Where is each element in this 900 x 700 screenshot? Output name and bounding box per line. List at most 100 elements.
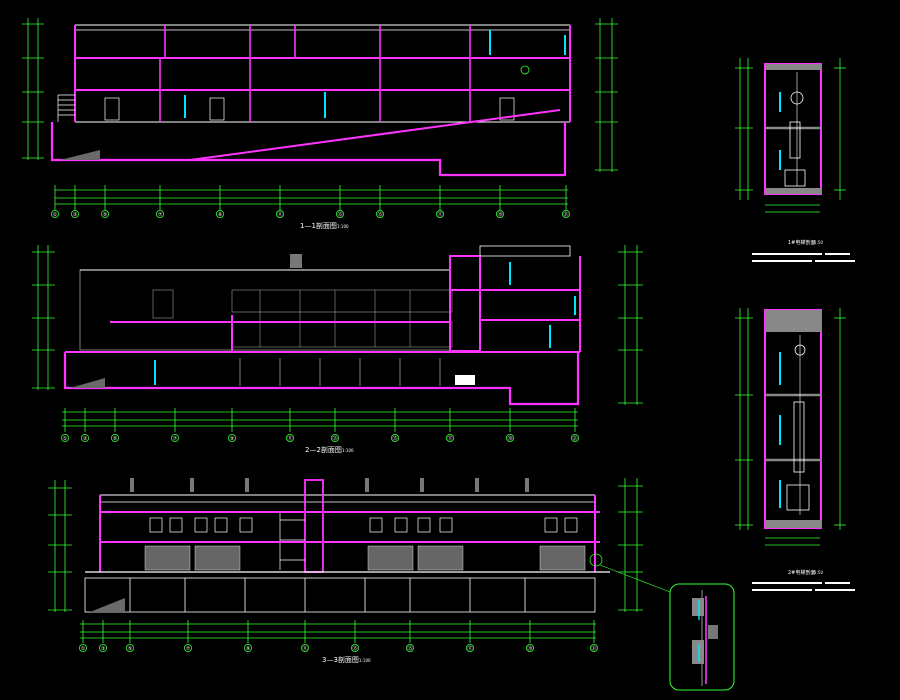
section-1-1-scale: 1:100 [337, 224, 349, 229]
section-2-2: ① ③ ⑤ ⑦ ⑨ ⑪ ⑬ ⑮ ⑰ ⑲ ㉑ 2—2剖面图 1:100 [32, 245, 643, 454]
section-3-3-basement [84, 577, 596, 613]
section-2-2-axis-dimension [62, 408, 578, 432]
axis-bubble [79, 644, 88, 653]
section-3-3-stair-tower [304, 479, 324, 573]
axis-label: ⑬ [337, 211, 342, 218]
section-1-1-ramp [189, 109, 561, 161]
section-1-1-callout [520, 65, 530, 75]
section-2-2-scale: 1:100 [342, 448, 354, 453]
axis-label: ③ [73, 212, 78, 218]
axis-label: ⑪ [302, 645, 307, 652]
axis-label: ⑲ [527, 645, 532, 652]
axis-label: ① [81, 646, 86, 652]
section-3-3: ① ③ ⑤ ⑦ ⑨ ⑪ ⑬ ⑮ ⑰ ⑲ ㉑ 3—3剖面图 1:100 [48, 478, 671, 664]
axis-label: ⑰ [437, 211, 442, 218]
elevator-section-2-scale: 1:50 [814, 570, 823, 575]
section-3-3-right-dimension [618, 478, 643, 612]
axis-label: ① [53, 212, 58, 218]
axis-bubble [526, 644, 535, 653]
axis-bubble [61, 433, 70, 442]
axis-label: ⑮ [392, 435, 397, 442]
axis-bubble [350, 644, 359, 653]
elevator-section-1: 1#电梯剖面 1:50 [735, 58, 855, 262]
axis-label: ⑨ [230, 436, 235, 442]
section-3-3-left-dimension [48, 480, 72, 612]
axis-bubble [300, 644, 309, 653]
elevator-section-1-scale: 1:50 [814, 240, 823, 245]
axis-bubble [495, 209, 504, 218]
axis-bubble [505, 433, 514, 442]
axis-label: ㉑ [572, 435, 577, 442]
axis-label: ⑤ [103, 212, 108, 218]
section-2-2-right-dimension [618, 245, 643, 405]
axis-bubble [445, 433, 454, 442]
axis-label: ⑲ [497, 211, 502, 218]
axis-label: ⑨ [218, 212, 223, 218]
axis-bubble [405, 644, 414, 653]
section-2-2-left-dimension [32, 245, 55, 390]
elevator-section-2: 2#电梯剖面 1:50 [735, 308, 855, 591]
axis-label: ⑤ [128, 646, 133, 652]
axis-bubble [99, 644, 108, 653]
axis-label: ⑦ [173, 436, 178, 442]
axis-bubble [51, 209, 60, 218]
axis-bubble [101, 209, 110, 218]
section-3-3-scale: 1:100 [359, 658, 371, 663]
axis-label: ⑮ [377, 211, 382, 218]
axis-bubble [71, 209, 80, 218]
axis-label: ⑪ [277, 211, 282, 218]
wall-detail-callout [669, 583, 735, 691]
axis-label: ⑬ [352, 645, 357, 652]
axis-bubble [330, 433, 339, 442]
axis-bubble [562, 209, 571, 218]
axis-label: ⑮ [407, 645, 412, 652]
axis-label: ⑤ [113, 436, 118, 442]
section-3-3-axis-dimension [80, 620, 596, 643]
axis-label: ⑪ [287, 435, 292, 442]
axis-bubble [243, 644, 252, 653]
axis-bubble [571, 433, 580, 442]
section-3-3-callout [589, 553, 603, 567]
axis-bubble [435, 209, 444, 218]
axis-label: ⑦ [158, 212, 163, 218]
axis-label: ③ [101, 646, 106, 652]
axis-bubble [81, 433, 90, 442]
section-1-1-basement [50, 122, 567, 177]
axis-label: ③ [83, 436, 88, 442]
axis-bubble [215, 209, 224, 218]
axis-bubble [590, 644, 599, 653]
section-1-1-axis-dimension [54, 185, 568, 210]
axis-bubble [335, 209, 344, 218]
section-2-2-back-elevation [79, 269, 451, 351]
axis-bubble [170, 433, 179, 442]
axis-bubble [126, 644, 135, 653]
axis-bubble [285, 433, 294, 442]
axis-bubble [390, 433, 399, 442]
elevator-section-2-title: 2#电梯剖面 [788, 569, 815, 576]
axis-bubble [227, 433, 236, 442]
axis-label: ⑨ [246, 646, 251, 652]
section-1-1-title: 1—1剖面图 [300, 221, 337, 230]
axis-label: ⑰ [467, 645, 472, 652]
axis-bubble [183, 644, 192, 653]
elevator-section-1-title: 1#电梯剖面 [788, 239, 815, 246]
axis-label: ⑬ [332, 435, 337, 442]
axis-label: ⑰ [447, 435, 452, 442]
axis-label: ⑲ [507, 435, 512, 442]
axis-bubble [375, 209, 384, 218]
section-1-1: ① ③ ⑤ ⑦ ⑨ ⑪ ⑬ ⑮ ⑰ ⑲ ㉑ 1—1剖面图 1:100 [22, 18, 618, 230]
axis-bubble [275, 209, 284, 218]
axis-bubble [155, 209, 164, 218]
section-3-3-title: 3—3剖面图 [322, 655, 359, 664]
axis-label: ⑦ [186, 646, 191, 652]
section-2-2-basement [63, 352, 580, 406]
axis-bubble [111, 433, 120, 442]
section-1-1-stair [57, 94, 75, 122]
section-1-1-right-dimension [595, 18, 618, 172]
axis-label: ㉑ [563, 211, 568, 218]
axis-label: ㉑ [591, 645, 596, 652]
section-2-2-title: 2—2剖面图 [305, 445, 342, 454]
axis-label: ① [63, 436, 68, 442]
section-1-1-left-dimension [22, 18, 44, 160]
